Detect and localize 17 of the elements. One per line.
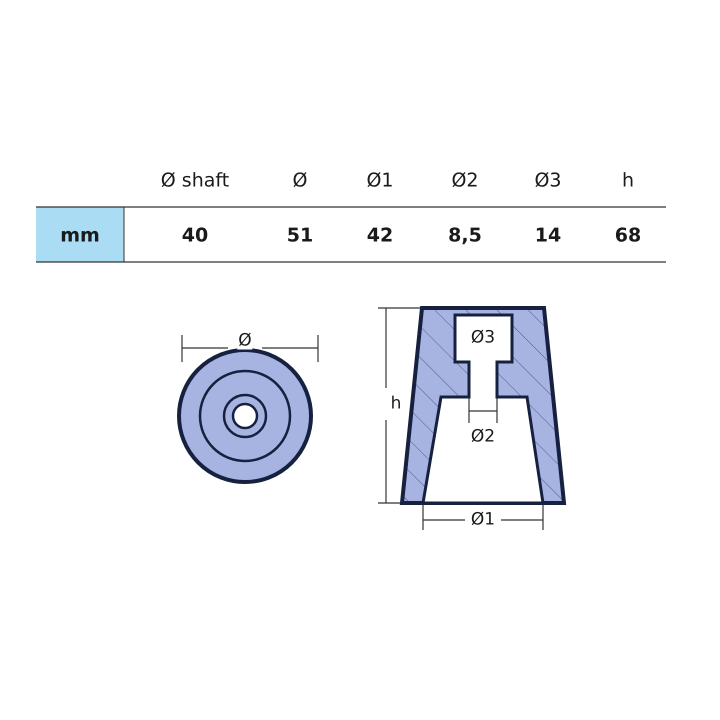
table-value: 14 [534, 226, 562, 246]
table-value: 42 [366, 226, 394, 246]
table-header: Ø1 [366, 172, 394, 190]
table-header: Ø [292, 172, 308, 190]
table-header: h [622, 172, 634, 190]
table-value: 8,5 [448, 226, 482, 246]
dimension-label: Ø3 [470, 330, 496, 346]
table-value: 51 [286, 226, 314, 246]
dimension-label: Ø2 [470, 428, 496, 446]
dimension-label: Ø1 [470, 512, 496, 528]
dimension-label: Ø [237, 332, 253, 350]
unit-label: mm [60, 226, 100, 246]
table-header: Ø shaft [160, 172, 230, 190]
table-value: 40 [182, 226, 208, 246]
table-value: 68 [614, 226, 642, 246]
table-header: Ø3 [534, 172, 562, 190]
table-header: Ø2 [451, 172, 479, 190]
